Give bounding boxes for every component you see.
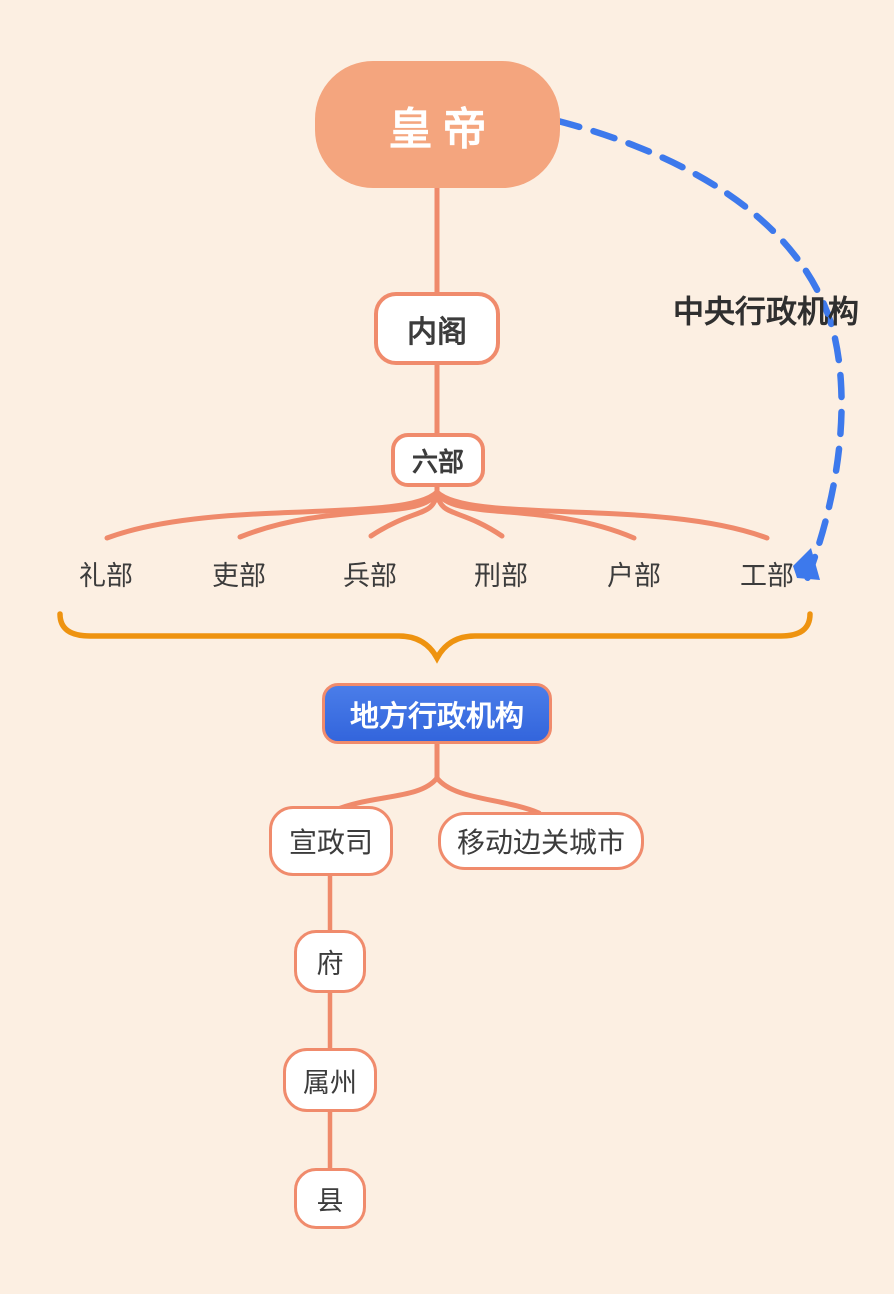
ministry-node-gongbu[interactable]: 工部 xyxy=(740,561,794,591)
local-admin-label: 地方行政机构 xyxy=(349,700,524,733)
cabinet-node[interactable]: 内阁 xyxy=(374,292,500,365)
subordinate-zhou-node[interactable]: 属州 xyxy=(283,1048,377,1112)
county-node[interactable]: 县 xyxy=(294,1168,366,1229)
county-label: 县 xyxy=(316,1186,344,1216)
emperor-label: 皇帝 xyxy=(388,104,497,154)
central-admin-arc xyxy=(554,117,845,586)
prefecture-node[interactable]: 府 xyxy=(294,930,366,993)
arrowhead-icon xyxy=(793,548,820,580)
ministry-node-bingbu[interactable]: 兵部 xyxy=(343,561,397,591)
ministry-node-xingbu[interactable]: 刑部 xyxy=(474,561,528,591)
six-ministries-node[interactable]: 六部 xyxy=(391,433,485,487)
cabinet-label: 内阁 xyxy=(407,315,467,349)
xuan-zheng-si-label: 宣政司 xyxy=(288,827,373,858)
local-admin-node[interactable]: 地方行政机构 xyxy=(322,683,552,744)
prefecture-label: 府 xyxy=(316,949,344,979)
mobile-border-city-label: 移动边关城市 xyxy=(456,827,625,858)
xuan-zheng-si-node[interactable]: 宣政司 xyxy=(269,806,393,876)
ministry-node-hubu[interactable]: 户部 xyxy=(607,561,661,591)
ministry-node-libu[interactable]: 礼部 xyxy=(79,561,133,591)
emperor-node[interactable]: 皇帝 xyxy=(315,61,560,188)
mobile-border-city-node[interactable]: 移动边关城市 xyxy=(438,812,644,870)
brace xyxy=(57,611,813,664)
six-ministries-label: 六部 xyxy=(411,446,464,477)
central-admin-annotation[interactable]: 中央行政机构 xyxy=(673,294,859,330)
subordinate-zhou-label: 属州 xyxy=(303,1067,357,1098)
ministry-node-lipersonnel[interactable]: 吏部 xyxy=(212,561,266,591)
